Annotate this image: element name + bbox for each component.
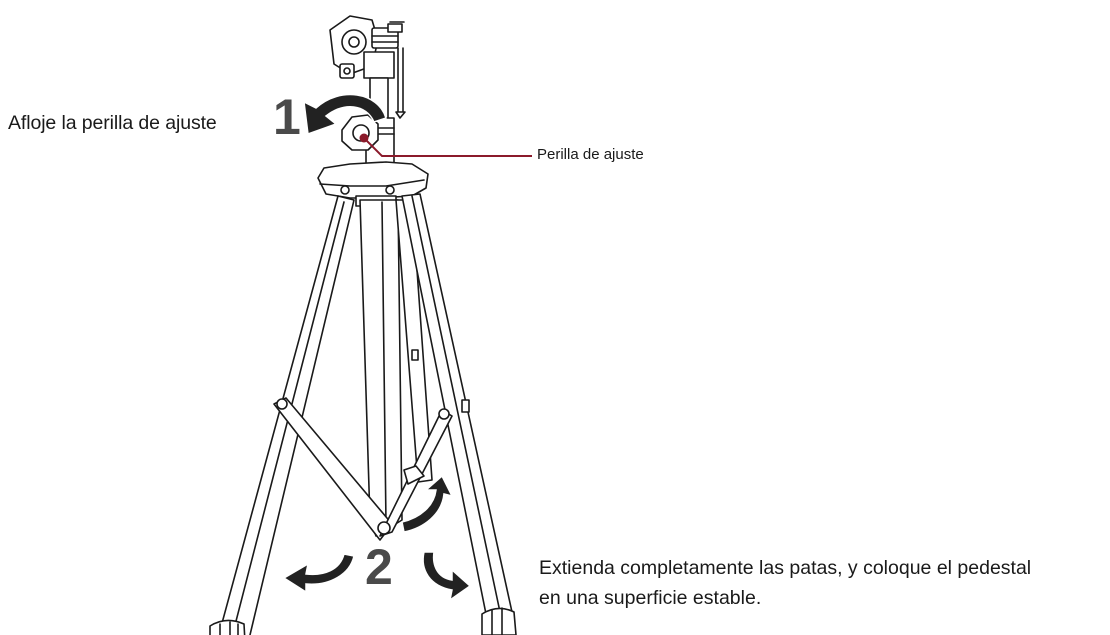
adjustment-knob: [341, 114, 379, 151]
curved-arrow-right-icon: [422, 551, 472, 602]
knob-callout-line: [359, 133, 532, 157]
tripod-legs: [217, 193, 513, 635]
step1-number: 1: [273, 89, 301, 145]
curved-arrow-up-icon: [401, 474, 454, 533]
leg-braces: [273, 349, 470, 541]
step2-line1: Extienda completamente las patas, y colo…: [539, 557, 1032, 579]
step1-instruction: Afloje la perilla de ajuste: [8, 112, 217, 134]
knob-callout-label: Perilla de ajuste: [537, 146, 644, 163]
step2-line2: en una superficie estable.: [539, 587, 762, 609]
step2-instruction: Extienda completamente las patas, y colo…: [539, 553, 1031, 613]
step2-number: 2: [365, 539, 393, 595]
tripod-feet: [209, 607, 517, 635]
mount-head: [329, 15, 406, 119]
rotate-counterclockwise-arrow-icon: [303, 93, 387, 136]
curved-arrow-left-icon: [282, 553, 355, 594]
